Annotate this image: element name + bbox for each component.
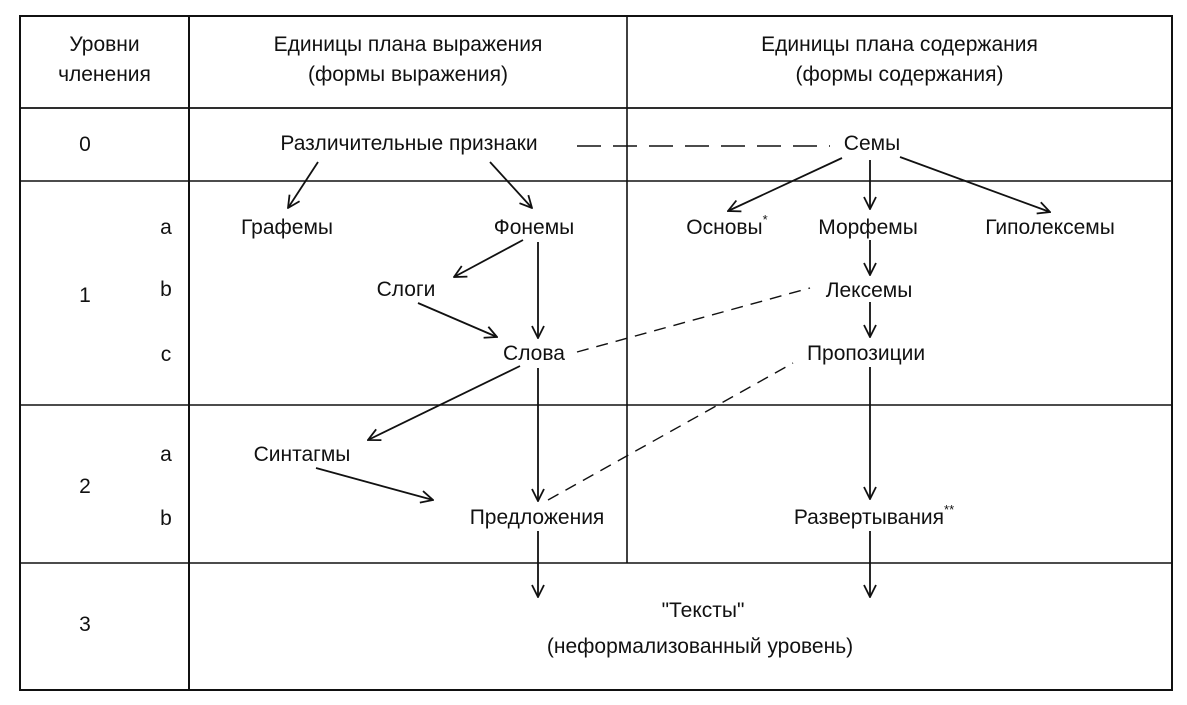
node-osnovy: Основы* (686, 213, 767, 239)
sublevel-2b: b (160, 507, 172, 530)
sublevel-1c: c (160, 343, 172, 366)
node-giponeksemy: Гиполексемы (985, 216, 1115, 239)
header-cont-line2: (формы содержания) (795, 63, 1004, 86)
level-1: 1 (79, 284, 91, 307)
node-osnovy-footnote-mark: * (762, 212, 768, 227)
arrow-semy-osnovy (728, 157, 843, 211)
level-3: 3 (79, 613, 91, 636)
sublevel-1a: a (160, 216, 172, 239)
dash-slova-leksemy (576, 287, 811, 353)
node-propozicii: Пропозиции (806, 342, 926, 365)
header-content-units: Единицы плана содержания (формы содержан… (627, 30, 1172, 90)
dash-predlozheniya-propozicii (547, 362, 794, 501)
level-0: 0 (79, 133, 91, 156)
node-teksty-note: (неформализованный уровень) (546, 635, 854, 658)
arrow-priznaki-grafemy (288, 161, 319, 208)
arrow-slova-sintagmy (368, 365, 521, 440)
node-morfemy: Морфемы (818, 216, 918, 239)
node-leksemy: Лексемы (825, 279, 913, 302)
arrow-sintagmy-predlozheniya (315, 467, 433, 500)
level-2: 2 (79, 475, 91, 498)
arrow-priznaki-fonemy (489, 161, 532, 208)
sublevel-1b: b (160, 278, 172, 301)
node-grafemy: Графемы (240, 216, 334, 239)
node-teksty: "Тексты" (661, 599, 745, 622)
header-expr-line1: Единицы плана выражения (273, 33, 543, 56)
header-levels: Уровни членения (20, 30, 189, 90)
header-cont-line1: Единицы плана содержания (761, 33, 1038, 56)
node-priznaki: Различительные признаки (280, 132, 538, 155)
arrow-slogi-slova (417, 302, 497, 337)
node-semy: Семы (843, 132, 901, 155)
node-slogi: Слоги (376, 278, 436, 301)
node-razvertyvaniya-label: Развертывания (793, 506, 945, 529)
header-expr-line2: (формы выражения) (307, 63, 509, 86)
node-slova: Слова (503, 342, 565, 365)
node-predlozheniya: Предложения (469, 506, 605, 529)
header-levels-line1: Уровни (69, 33, 140, 56)
header-expression-units: Единицы плана выражения (формы выражения… (189, 30, 627, 90)
node-razvertyvaniya: Развертывания** (793, 503, 954, 529)
node-razvertyvaniya-footnote-mark: ** (944, 502, 955, 517)
header-levels-line2: членения (58, 63, 151, 86)
node-sintagmy: Синтагмы (253, 443, 351, 466)
node-fonemy: Фонемы (493, 216, 575, 239)
sublevel-2a: a (160, 443, 172, 466)
table-border (19, 15, 1173, 691)
arrow-fonemy-slogi (454, 239, 524, 277)
arrow-semy-giponeksemy (899, 156, 1050, 212)
node-osnovy-label: Основы (686, 216, 763, 239)
